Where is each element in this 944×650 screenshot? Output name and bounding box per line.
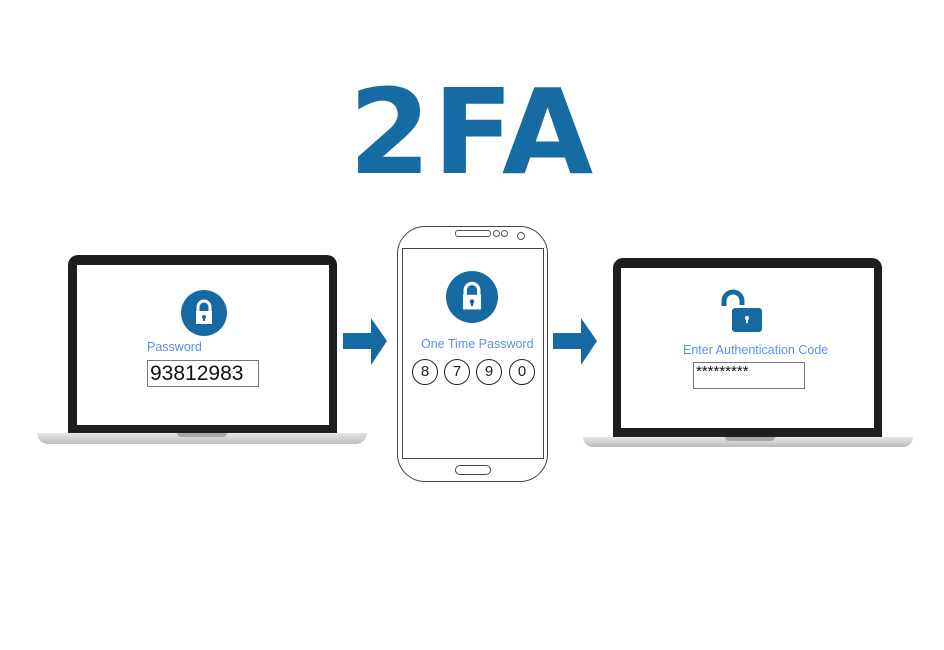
phone-speaker xyxy=(455,230,491,237)
arrow-right-icon xyxy=(343,318,387,365)
lock-icon xyxy=(181,290,227,336)
laptop-base xyxy=(37,433,367,444)
phone-home-button xyxy=(455,465,491,475)
diagram-title: 2FA xyxy=(348,63,596,201)
otp-label: One Time Password xyxy=(421,337,534,351)
laptop-password xyxy=(37,255,367,445)
laptop-authentication xyxy=(583,258,913,448)
otp-digit: 0 xyxy=(509,359,535,385)
otp-digit: 9 xyxy=(476,359,502,385)
otp-digit: 8 xyxy=(412,359,438,385)
arrow-right-icon xyxy=(553,318,597,365)
lock-icon xyxy=(446,271,498,323)
phone-sensor xyxy=(501,230,508,237)
otp-digit: 7 xyxy=(444,359,470,385)
auth-code-input[interactable]: ********* xyxy=(693,362,805,389)
laptop-screen xyxy=(621,268,874,428)
phone-camera xyxy=(517,232,525,240)
password-input[interactable]: 93812983 xyxy=(147,360,259,387)
password-label: Password xyxy=(147,340,202,354)
phone-sensor xyxy=(493,230,500,237)
auth-code-label: Enter Authentication Code xyxy=(683,343,829,357)
laptop-notch xyxy=(725,437,775,441)
laptop-screen xyxy=(77,265,329,425)
unlocked-lock-icon xyxy=(721,289,762,332)
laptop-notch xyxy=(177,433,227,437)
laptop-base xyxy=(583,437,913,447)
